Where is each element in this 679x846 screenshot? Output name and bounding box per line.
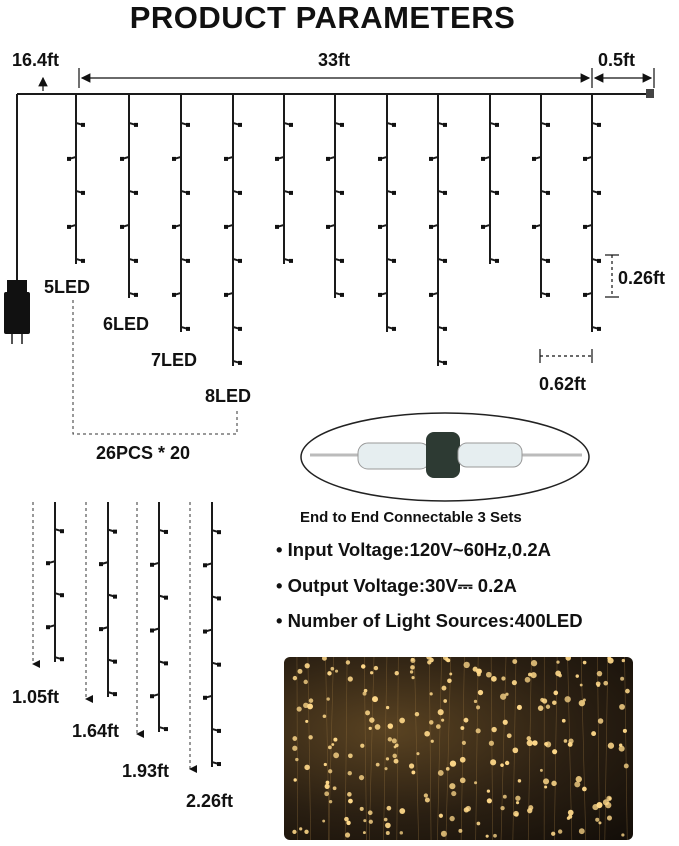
tail-length-label: 0.5ft (598, 50, 636, 70)
strand-6 (326, 94, 344, 298)
strand-label-8led: 8LED (205, 386, 252, 406)
strand-group-label: 26PCS * 20 (96, 443, 191, 463)
strand-2 (120, 94, 138, 298)
strand-3 (172, 94, 190, 332)
main-length-dimension (78, 68, 593, 88)
length-strand-3 (136, 502, 168, 738)
plug-icon (4, 280, 30, 344)
tail-length-dimension (593, 68, 655, 88)
strand-8 (429, 94, 447, 366)
lights-photo (284, 657, 633, 840)
spec-light-sources: • Number of Light Sources:400LED (276, 610, 583, 631)
led-spacing-dimension (605, 254, 619, 298)
strand-length-1: 1.05ft (12, 687, 60, 707)
strand-length-4: 2.26ft (186, 791, 234, 811)
strand-1 (67, 94, 85, 264)
strand-length-2: 1.64ft (72, 721, 120, 741)
strand-length-diagrams (32, 502, 221, 773)
strand-label-5led: 5LED (44, 277, 91, 297)
strand-length-3: 1.93ft (122, 761, 170, 781)
length-strand-2 (85, 502, 117, 703)
strand-spacing-label: 0.62ft (539, 374, 587, 394)
strand-10 (532, 94, 550, 298)
main-wire (16, 93, 650, 280)
main-length-label: 33ft (318, 50, 351, 70)
spec-output-voltage: • Output Voltage:30V⎓ 0.2A (276, 575, 517, 596)
strand-9 (481, 94, 499, 264)
icicle-strands (67, 94, 601, 366)
led-spacing-label: 0.26ft (618, 268, 666, 288)
strand-5 (275, 94, 293, 264)
end-cap-icon (646, 89, 654, 98)
strand-4 (224, 94, 242, 366)
lead-length-label: 16.4ft (12, 50, 60, 70)
strand-label-6led: 6LED (103, 314, 150, 334)
spec-input-voltage: • Input Voltage:120V~60Hz,0.2A (276, 539, 551, 560)
page-title: PRODUCT PARAMETERS (129, 0, 516, 35)
connector-caption: End to End Connectable 3 Sets (300, 509, 522, 526)
connector-icon (300, 412, 590, 502)
strand-label-7led: 7LED (151, 350, 198, 370)
strand-group-bracket (72, 300, 238, 435)
strand-11 (583, 94, 601, 332)
strand-7 (378, 94, 396, 332)
length-strand-4 (189, 502, 221, 773)
strand-spacing-dimension (539, 349, 593, 363)
length-strand-1 (32, 502, 64, 668)
